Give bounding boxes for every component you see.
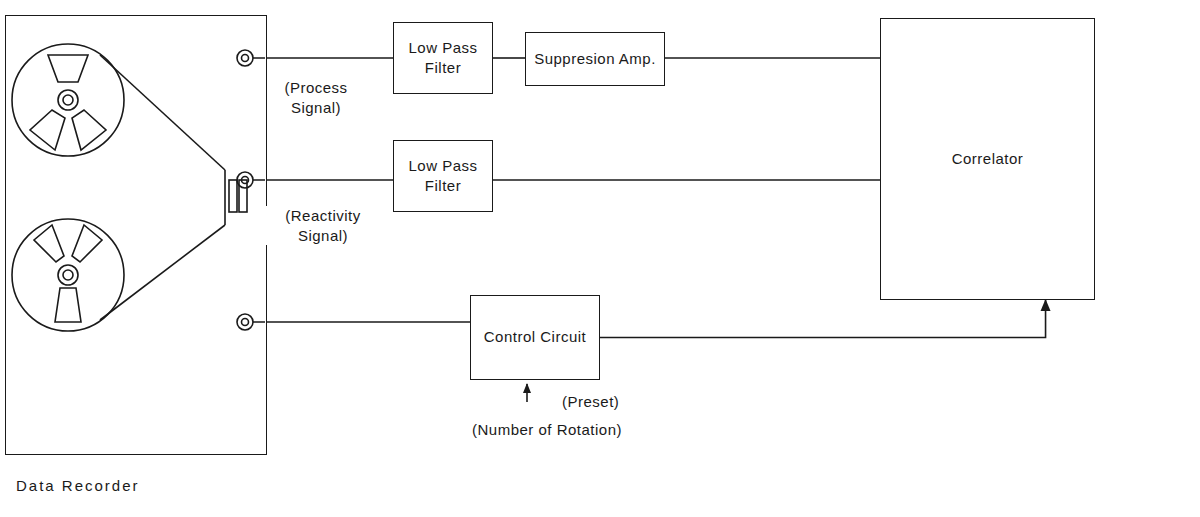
box-label: Low Pass Filter [394,38,492,79]
signal-label: (Process Signal) [268,78,364,117]
signal-wire [600,300,1046,338]
tape-reels [12,44,265,331]
amplifier-box: Suppresion Amp. [525,32,665,86]
control-box: Control Circuit [470,295,600,380]
signal-wire [665,57,880,59]
signal-wire [493,57,525,59]
signal-label: (Reactivity Signal) [266,206,380,245]
box-label: Low Pass Filter [394,156,492,197]
signal-wire [267,321,470,323]
box-label: Correlator [946,149,1030,169]
signal-label: (Preset) [560,392,621,412]
correlator-box: Correlator [880,18,1095,300]
signal-label: (Number of Rotation) [470,420,624,440]
filter-box: Low Pass Filter [393,22,493,94]
signal-wire [493,179,880,181]
data-recorder: Data Recorder [5,15,267,455]
box-label: Suppresion Amp. [528,49,662,69]
signal-wire [267,57,393,59]
filter-box: Low Pass Filter [393,140,493,212]
preset-arrow [526,384,528,402]
signal-wire [267,179,393,181]
box-label: Control Circuit [478,327,593,347]
box-label: Data Recorder [16,476,140,496]
